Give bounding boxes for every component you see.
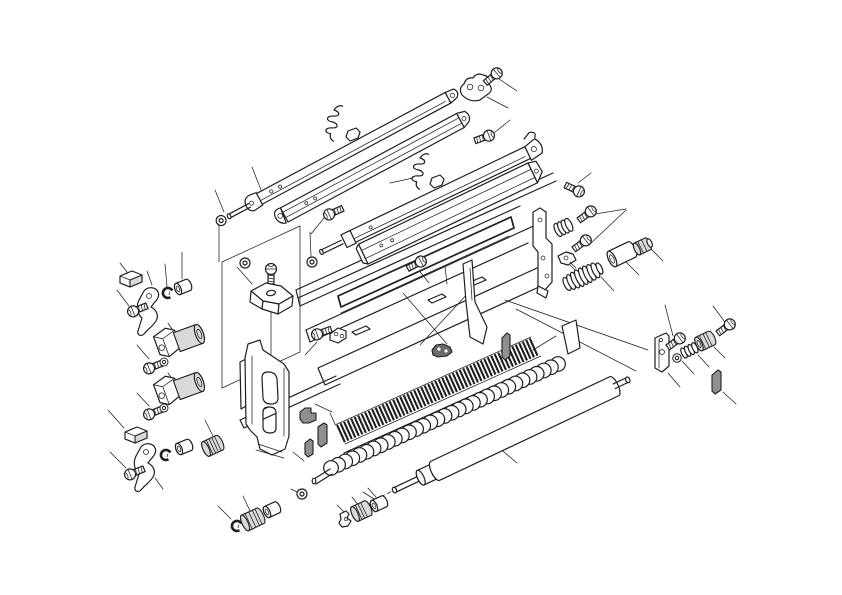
- flat-washer: [239, 257, 251, 269]
- upper-mounting-rail: [213, 88, 459, 228]
- flat-washer: [213, 213, 229, 228]
- rubber-wedge: [304, 438, 314, 458]
- grid-teeth: [336, 337, 540, 443]
- coil-chain-end-rod: [311, 468, 333, 485]
- flat-washer: [306, 256, 318, 268]
- pawl-lever: [136, 287, 160, 337]
- tension-spring-left: [325, 105, 344, 142]
- knurled-roller: [694, 330, 717, 352]
- spring-anchor-clip: [345, 127, 361, 142]
- stopper-cap-block: [119, 270, 143, 288]
- rubber-wedge: [711, 369, 722, 395]
- chassis-front-foot: [561, 319, 581, 355]
- spring-holder-bracket: [532, 207, 553, 299]
- compression-spring: [553, 217, 574, 238]
- end-cap-knob: [632, 237, 654, 256]
- e-ring: [158, 447, 172, 463]
- knurled-roller: [350, 500, 373, 522]
- tension-spring-right: [411, 153, 430, 190]
- flat-washer: [672, 353, 682, 363]
- leader-lines: [107, 78, 737, 520]
- transfer-roller: [380, 376, 631, 497]
- third-support-rail: [239, 131, 543, 269]
- screw: [472, 128, 497, 147]
- screw: [569, 232, 595, 255]
- screw: [264, 262, 278, 285]
- chassis-right-post: [462, 259, 488, 345]
- rubber-t-clip: [299, 407, 317, 424]
- stopper-cap-block: [124, 426, 148, 444]
- spring-anchor-clip: [429, 174, 445, 189]
- flat-washer: [159, 403, 169, 413]
- rubber-wedge: [317, 422, 328, 448]
- side-bracket-plate: [654, 332, 670, 373]
- roller-sleeve: [606, 241, 638, 268]
- flanged-bushing: [261, 500, 283, 520]
- flat-washer: [159, 357, 169, 367]
- screw: [713, 316, 739, 339]
- e-ring: [229, 518, 243, 534]
- lower-channel-rail: [355, 160, 543, 275]
- knurled-roller: [239, 507, 266, 532]
- folded-mounting-plate: [249, 282, 294, 315]
- main-frame-chassis: [239, 172, 581, 429]
- solenoid-assembly: [152, 323, 205, 358]
- contact-clip: [431, 343, 453, 358]
- grounding-clip-bracket: [329, 327, 347, 344]
- coil-chain: [323, 356, 566, 476]
- spring-clip: [338, 510, 352, 528]
- screw: [562, 179, 587, 200]
- screw: [574, 203, 600, 226]
- knurled-roller: [201, 434, 225, 457]
- tension-arm-bracket: [239, 339, 290, 459]
- solenoid-assembly: [152, 371, 205, 406]
- compression-spring: [680, 342, 699, 359]
- coil-ring: [323, 460, 339, 476]
- flanged-bushing: [172, 277, 194, 297]
- ribbed-boot-spring: [562, 262, 604, 292]
- flanged-bushing: [173, 437, 195, 457]
- screw: [321, 202, 346, 223]
- rubber-wedge: [501, 332, 511, 361]
- e-ring: [160, 285, 174, 301]
- latch-piece: [557, 251, 577, 269]
- flat-washer: [296, 488, 308, 500]
- second-mounting-rail: [273, 110, 471, 224]
